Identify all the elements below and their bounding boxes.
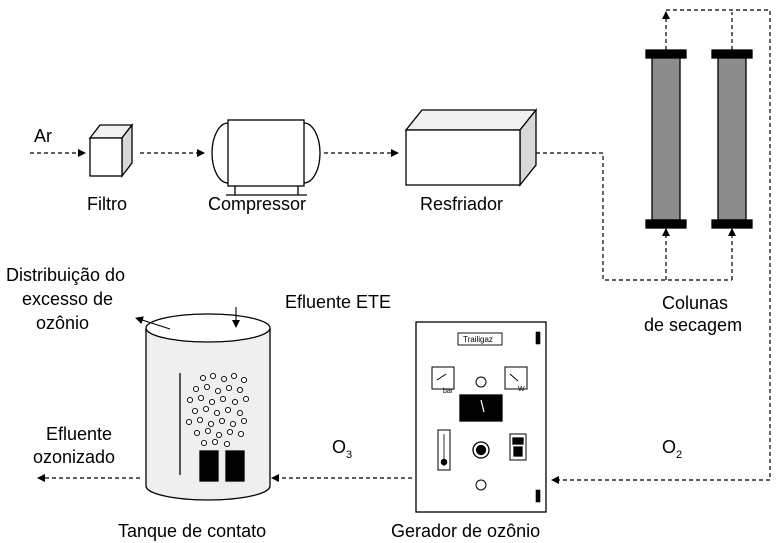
- bubble: [204, 427, 212, 435]
- label-o3: O3: [332, 437, 352, 461]
- label-columns-line1: Colunas: [662, 293, 728, 313]
- bubble: [186, 396, 194, 404]
- flow-cooler-to-columns: [536, 152, 732, 281]
- bubble: [240, 376, 248, 384]
- bubble: [219, 395, 227, 403]
- bubble: [214, 387, 222, 395]
- label-ozone-generator: Gerador de ozônio: [391, 521, 540, 541]
- annotation-arrows: [135, 307, 240, 330]
- label-distribution-line2: excesso de: [22, 289, 113, 309]
- bubble: [193, 429, 201, 437]
- label-ozonated-effluent-line2: ozonizado: [33, 447, 115, 467]
- flow-lines: [30, 9, 771, 484]
- label-filter: Filtro: [87, 194, 127, 214]
- label-ete-effluent: Efluente ETE: [285, 292, 391, 312]
- drying-column-1: [645, 49, 687, 229]
- bubble: [220, 375, 228, 383]
- bubble: [230, 372, 238, 380]
- display-panel: [459, 394, 503, 422]
- bubble: [211, 438, 219, 446]
- indicator-light-top: [475, 376, 487, 388]
- drying-column-2: [711, 49, 753, 229]
- label-o2: O2: [662, 437, 682, 461]
- bubble: [196, 416, 204, 424]
- bubble: [207, 420, 215, 428]
- bubble: [200, 439, 208, 447]
- bubble: [242, 395, 250, 403]
- bubble: [203, 383, 211, 391]
- bubble: [240, 417, 248, 425]
- indicator-light-bottom: [475, 479, 487, 491]
- bubble: [213, 409, 221, 417]
- bubble: [202, 405, 210, 413]
- label-distribution-line1: Distribuição do: [6, 265, 125, 285]
- bubble: [185, 418, 193, 426]
- bubble: [192, 385, 200, 393]
- gauge-right-unit: W: [518, 386, 525, 393]
- bubble: [209, 372, 217, 380]
- gauge-left-unit: bar: [443, 388, 454, 395]
- bubble: [223, 440, 231, 448]
- bubble: [229, 420, 237, 428]
- bubble: [218, 417, 226, 425]
- bubble: [237, 430, 245, 438]
- bubble: [208, 398, 216, 406]
- bubble: [199, 374, 207, 382]
- flow-dried-air-return: [551, 9, 771, 484]
- bubble: [197, 394, 205, 402]
- bubble: [191, 407, 199, 415]
- label-air: Ar: [34, 126, 52, 146]
- cooler-unit: [404, 108, 538, 187]
- label-compressor: Compressor: [208, 194, 306, 214]
- gauge-left: [431, 366, 455, 390]
- bubble: [231, 398, 239, 406]
- bubble: [226, 428, 234, 436]
- bubble: [236, 409, 244, 417]
- brand-plate-text: Trailigaz: [463, 335, 493, 344]
- label-cooler: Resfriador: [420, 194, 503, 214]
- compressor-unit: [211, 119, 321, 196]
- contact-tank: [145, 313, 271, 501]
- gauge-right: [504, 366, 528, 390]
- bubble: [215, 431, 223, 439]
- label-contact-tank: Tanque de contato: [118, 521, 266, 541]
- bubble: [225, 384, 233, 392]
- label-ozonated-effluent-line1: Efluente: [46, 424, 112, 444]
- bubbles: [185, 372, 250, 448]
- bubble: [224, 406, 232, 414]
- label-distribution-line3: ozônio: [36, 313, 89, 333]
- filter-unit: [88, 123, 134, 178]
- label-columns-line2: de secagem: [644, 315, 742, 335]
- ozone-generator: [415, 321, 547, 513]
- brand-plate: [457, 332, 503, 346]
- arrow-excess-ozone: [135, 316, 171, 330]
- bubble: [236, 386, 244, 394]
